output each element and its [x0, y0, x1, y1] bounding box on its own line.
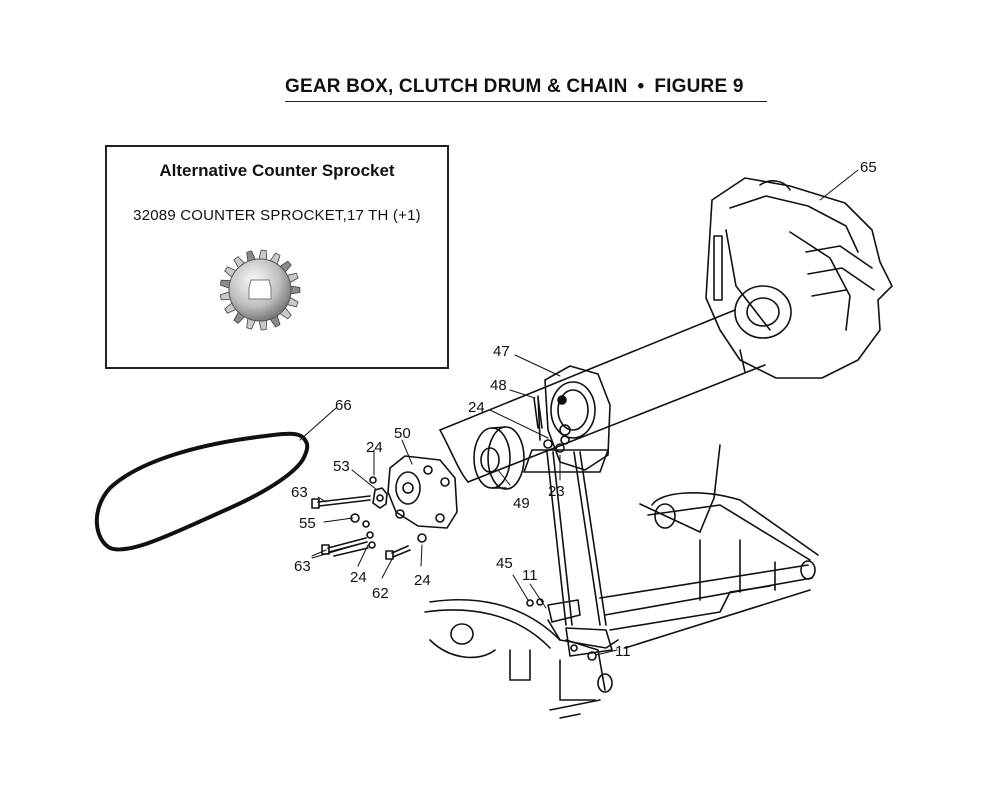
callout-63-top: 63	[291, 484, 308, 501]
callout-50: 50	[394, 425, 411, 442]
callout-labels: 65 47 48 24 66 50 24 53 63 55 63 24 24 6…	[291, 159, 877, 660]
callout-24-mid: 24	[366, 439, 383, 456]
callout-65: 65	[860, 159, 877, 176]
figure-number: FIGURE 9	[654, 76, 744, 97]
drive-chain	[94, 431, 310, 552]
callout-24-top: 24	[468, 399, 485, 416]
boom-tube	[439, 309, 766, 483]
callout-24-low1: 24	[350, 569, 367, 586]
callout-45: 45	[496, 555, 513, 572]
clutch-drum	[473, 426, 525, 490]
washer-24-c	[417, 533, 427, 543]
clutch-housing-bracket	[523, 365, 611, 473]
gear-box	[387, 455, 458, 529]
nuts-23	[543, 439, 565, 453]
callout-11-top: 11	[522, 567, 538, 584]
counter-sprocket	[372, 487, 388, 509]
callout-63-bottom: 63	[294, 558, 311, 575]
callout-49: 49	[513, 495, 530, 512]
leader-lines	[299, 169, 859, 656]
sprocket-bore	[248, 279, 272, 300]
frame	[424, 444, 819, 719]
washer-24-b	[366, 531, 376, 549]
callout-55: 55	[299, 515, 316, 532]
washer-24-mid	[369, 476, 377, 484]
callout-11-bottom: 11	[615, 643, 631, 660]
engine	[705, 177, 893, 379]
inset-heading: Alternative Counter Sprocket	[159, 161, 395, 180]
washer-24-a	[362, 520, 370, 528]
inset-part-line: 32089 COUNTER SPROCKET,17 TH (+1)	[133, 207, 421, 224]
callout-48: 48	[490, 377, 507, 394]
pedal-bracket	[526, 598, 613, 661]
title-text: GEAR BOX, CLUTCH DRUM & CHAIN	[285, 76, 628, 97]
callout-62: 62	[372, 585, 389, 602]
bolt-48	[533, 397, 543, 429]
title-separator: •	[637, 76, 645, 97]
page-title: GEAR BOX, CLUTCH DRUM & CHAIN • FIGURE 9	[285, 76, 767, 102]
callout-47: 47	[493, 343, 510, 360]
linkage-rod	[546, 451, 607, 626]
callout-24-low2: 24	[414, 572, 431, 589]
sprocket-17-teeth-icon	[219, 249, 301, 331]
callout-23: 23	[548, 483, 565, 500]
callout-66: 66	[335, 397, 352, 414]
bolt-63-top	[311, 495, 371, 509]
alternative-sprocket-inset: Alternative Counter Sprocket 32089 COUNT…	[105, 145, 449, 369]
bolt-62	[385, 545, 411, 560]
callout-53: 53	[333, 458, 350, 475]
